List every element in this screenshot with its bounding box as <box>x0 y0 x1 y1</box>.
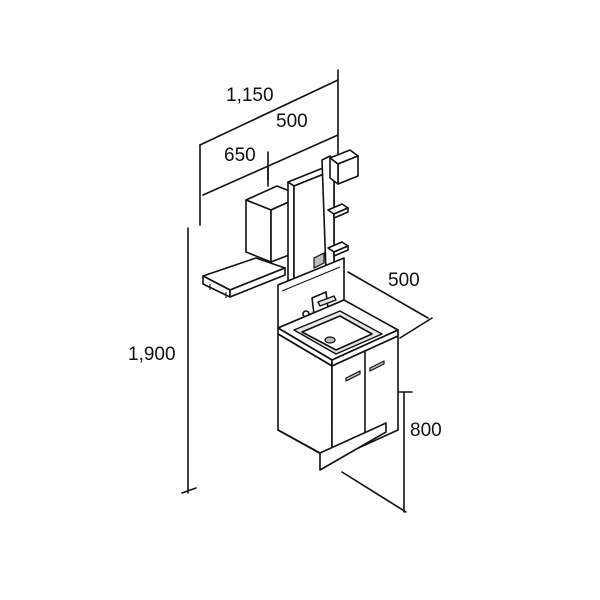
drain-icon <box>324 336 336 344</box>
dimension-lines <box>181 69 433 513</box>
ext-line-floor <box>341 471 407 513</box>
door-handle-left-icon <box>345 370 361 382</box>
backsplash-edge <box>281 266 341 292</box>
faucet-spout <box>317 295 337 307</box>
ext-line-depth <box>399 317 433 339</box>
side-shelf <box>202 257 286 298</box>
dim-line-sub-widths <box>202 134 339 196</box>
dim-line-total-width <box>199 79 339 146</box>
dim-line-depth <box>347 271 429 319</box>
label-total-width: 1,150 <box>226 85 274 106</box>
mirror-cabinet-left-edge <box>287 181 295 293</box>
door-handle-right-icon <box>369 360 385 372</box>
tick-bottom-left <box>181 487 197 494</box>
small-shelf-upper-edge <box>333 207 349 219</box>
label-total-height: 1,900 <box>128 344 176 365</box>
label-mirror-width: 500 <box>276 111 308 132</box>
small-shelf-lower-edge <box>333 245 349 257</box>
label-vanity-height: 800 <box>410 420 442 441</box>
speaker-grille-icon <box>313 252 325 269</box>
side-shelf-side <box>229 267 286 298</box>
cabinet-base-line <box>277 429 321 454</box>
mirror-cabinet <box>287 149 359 293</box>
side-shelf-brackets <box>209 284 227 298</box>
label-side-shelf-width: 650 <box>224 145 256 166</box>
vanity-cabinet <box>277 333 399 471</box>
toe-kick <box>319 422 387 471</box>
basin-bowl <box>301 315 373 351</box>
cup-holder-side <box>329 157 339 185</box>
label-depth: 500 <box>388 270 420 291</box>
side-cabinet-front <box>245 199 272 263</box>
vanity-counter <box>277 299 399 367</box>
